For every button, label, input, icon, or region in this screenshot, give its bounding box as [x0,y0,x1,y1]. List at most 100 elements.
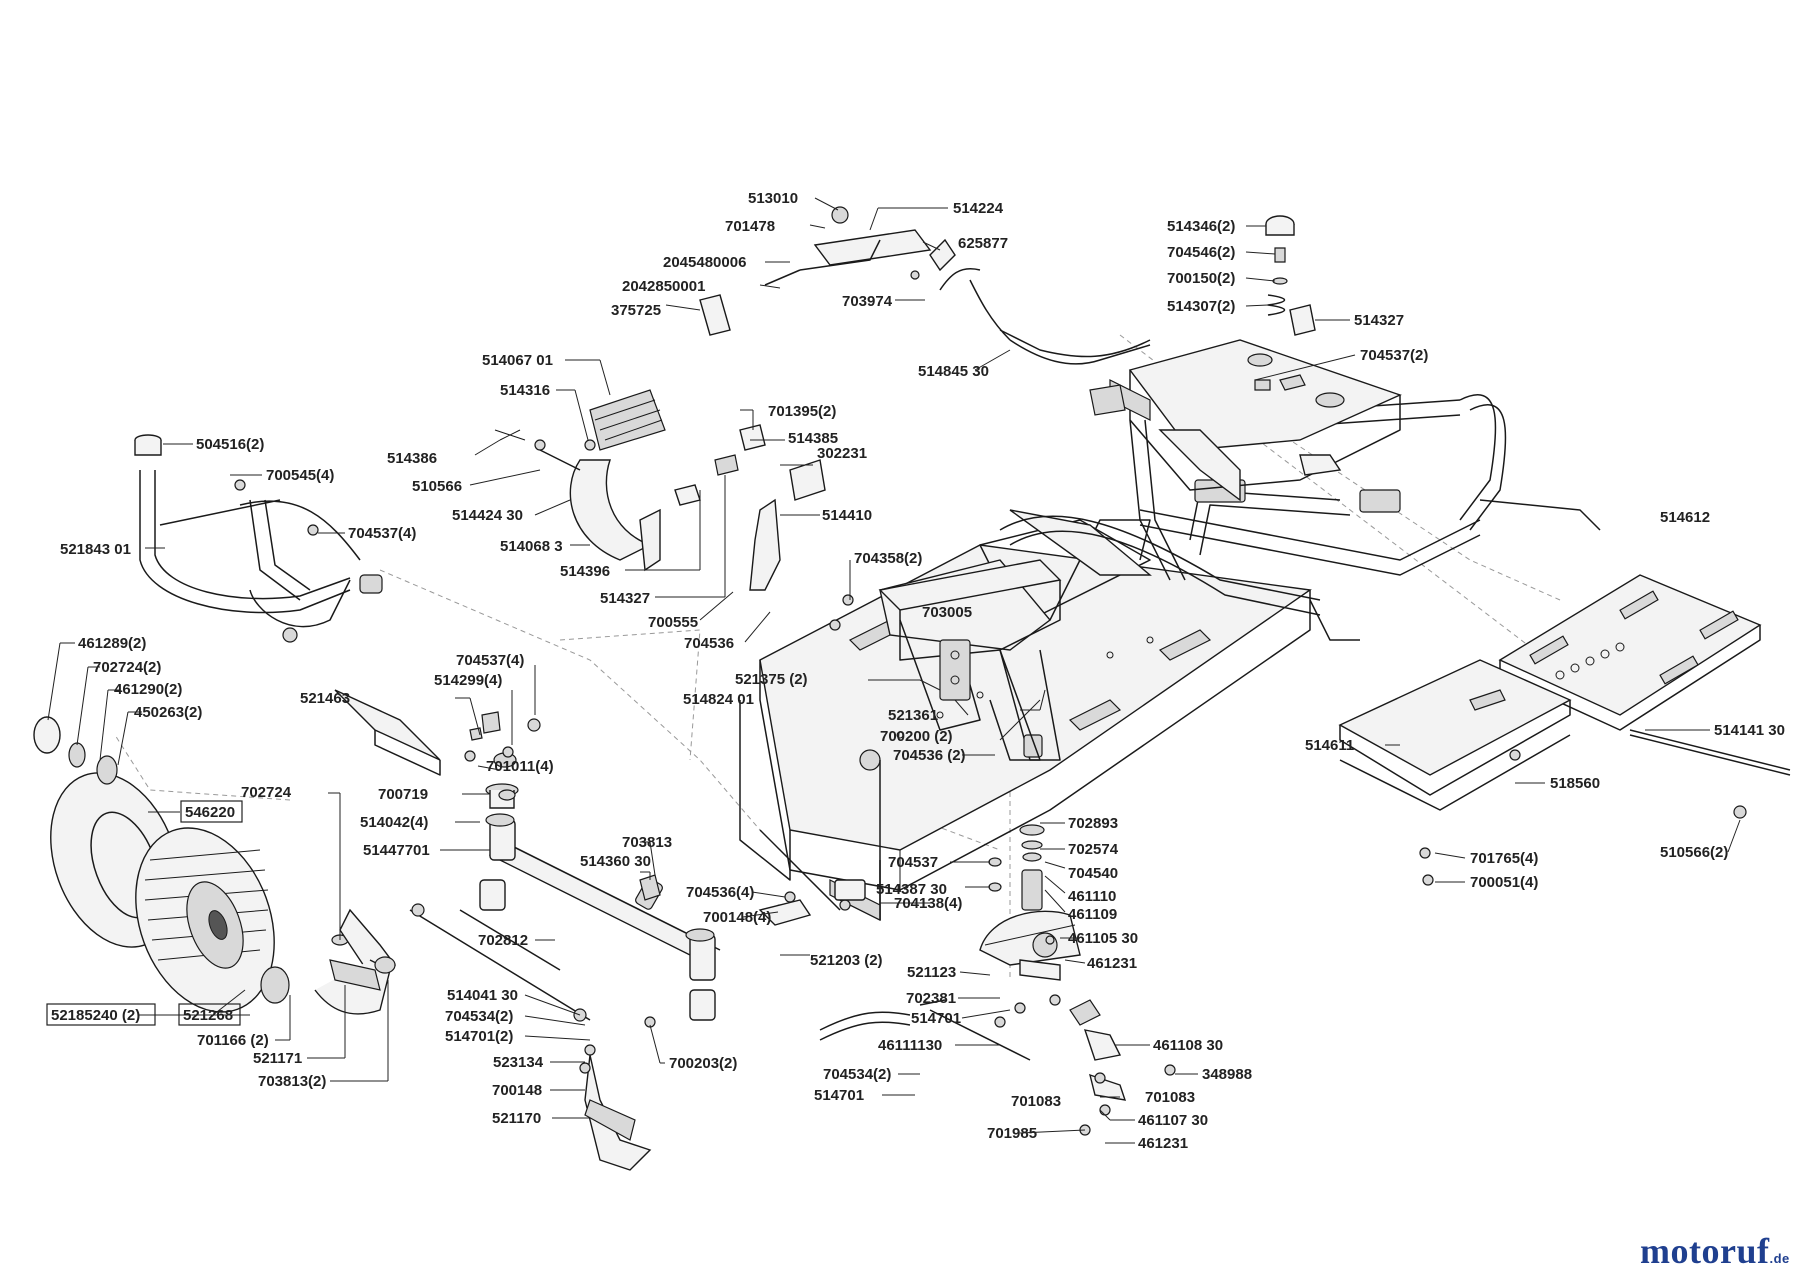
part-label-701395-2: 701395(2) [768,403,836,420]
shift-lever [699,206,1151,365]
part-label-514307-2: 514307(2) [1167,298,1235,315]
part-label-521203-2: 521203 (2) [810,952,883,969]
part-label-514701-right: 514701 [911,1010,961,1027]
part-label-514068-3: 514068 3 [500,538,563,555]
part-label-510566-2: 510566(2) [1660,844,1728,861]
tube-frame [999,394,1601,641]
part-label-514701-2: 514701(2) [445,1028,513,1045]
part-label-514424-30: 514424 30 [452,507,523,524]
part-label-702574: 702574 [1068,841,1119,858]
part-label-521375-2: 521375 (2) [735,671,808,688]
part-label-700719: 700719 [378,786,428,803]
tie-rods [314,903,1127,1171]
part-label-450263-2: 450263(2) [134,704,202,721]
part-label-702812: 702812 [478,932,528,949]
part-label-702724-2: 702724(2) [93,659,161,676]
label-boxes [46,800,243,1026]
part-label-700200-2: 700200 (2) [880,728,953,745]
part-label-514067-01: 514067 01 [482,352,553,369]
part-label-504516-2: 504516(2) [196,436,264,453]
part-label-700150-2: 700150(2) [1167,270,1235,287]
part-label-521171: 521171 [253,1050,302,1067]
part-label-514845-30: 514845 30 [918,363,989,380]
part-label-461109: 461109 [1068,906,1117,923]
part-label-514612: 514612 [1660,509,1710,526]
part-label-704138-4: 704138(4) [894,895,962,912]
part-label-546220: 546220 [185,804,235,821]
part-label-514316: 514316 [500,382,550,399]
part-label-521463: 521463 [300,690,350,707]
seat-rails [1338,574,1791,811]
part-label-703813-2: 703813(2) [258,1073,326,1090]
part-label-703005: 703005 [922,604,972,621]
part-label-514386: 514386 [387,450,437,467]
part-label-702724: 702724 [241,784,292,801]
part-label-514041-30: 514041 30 [447,987,518,1004]
part-label-514385: 514385 [788,430,838,447]
part-label-700148: 700148 [492,1082,542,1099]
part-label-2045480006: 2045480006 [663,254,746,271]
part-label-461231-lower: 461231 [1138,1135,1188,1152]
part-label-701985: 701985 [987,1125,1037,1142]
part-label-704537-2: 704537(2) [1360,347,1428,364]
part-label-514701-lower: 514701 [814,1087,864,1104]
part-label-514299-4: 514299(4) [434,672,502,689]
part-label-700051-4: 700051(4) [1470,874,1538,891]
part-label-52185240-2: 52185240 (2) [51,1007,140,1024]
part-label-700555: 700555 [648,614,698,631]
brand-name: motoruf [1640,1231,1770,1271]
part-label-2042850001: 2042850001 [622,278,705,295]
part-label-513010: 513010 [748,190,798,207]
part-label-523134: 523134 [493,1054,544,1071]
front-wheels [33,716,290,1013]
part-label-46111130: 46111130 [878,1037,942,1054]
part-label-704537-4-bracket: 704537(4) [456,652,524,669]
part-label-703974: 703974 [842,293,893,310]
part-label-348988: 348988 [1202,1066,1252,1083]
part-label-518560: 518560 [1550,775,1600,792]
brand-tld: .de [1769,1251,1790,1266]
part-label-704537: 704537 [888,854,938,871]
part-label-703813: 703813 [622,834,672,851]
part-label-521170: 521170 [492,1110,541,1127]
steering-sector [979,734,1101,1026]
part-label-700545-4: 700545(4) [266,467,334,484]
part-label-514327-pedal: 514327 [600,590,650,607]
part-label-514346-2: 514346(2) [1167,218,1235,235]
part-label-701166-2: 701166 (2) [197,1032,269,1049]
part-label-461231-hub: 461231 [1087,955,1137,972]
fuel-tank [1089,339,1402,502]
part-label-514396: 514396 [560,563,610,580]
pedal-assembly [494,389,826,591]
part-label-514410: 514410 [822,507,872,524]
part-label-704534-2-left: 704534(2) [445,1008,513,1025]
box-521268 [178,1003,241,1026]
part-label-461110: 461110 [1068,888,1116,905]
part-label-702893: 702893 [1068,815,1118,832]
part-label-461290-2: 461290(2) [114,681,182,698]
part-label-704537-4-bumper: 704537(4) [348,525,416,542]
part-label-700148-4: 700148(4) [703,909,771,926]
part-label-704536: 704536 [684,635,734,652]
part-label-514824-01: 514824 01 [683,691,754,708]
part-label-514360-30: 514360 30 [580,853,651,870]
part-label-702381: 702381 [906,990,956,1007]
part-label-704536-2: 704536 (2) [893,747,966,764]
hardware [234,215,1747,1136]
part-label-701478: 701478 [725,218,775,235]
part-label-700203-2: 700203(2) [669,1055,737,1072]
part-label-461107-30: 461107 30 [1138,1112,1208,1129]
part-label-704540: 704540 [1068,865,1118,882]
part-label-514327-tank: 514327 [1354,312,1404,329]
brand-logo: motoruf.de [1640,1230,1790,1272]
part-label-375725: 375725 [611,302,661,319]
part-label-704546-2: 704546(2) [1167,244,1235,261]
part-label-701765-4: 701765(4) [1470,850,1538,867]
part-label-625877: 625877 [958,235,1008,252]
steering-column [878,559,1062,761]
part-label-704358-2: 704358(2) [854,550,922,567]
part-label-704534-2-right: 704534(2) [823,1066,891,1083]
box-546220 [180,800,243,823]
part-label-302231: 302231 [817,445,867,462]
